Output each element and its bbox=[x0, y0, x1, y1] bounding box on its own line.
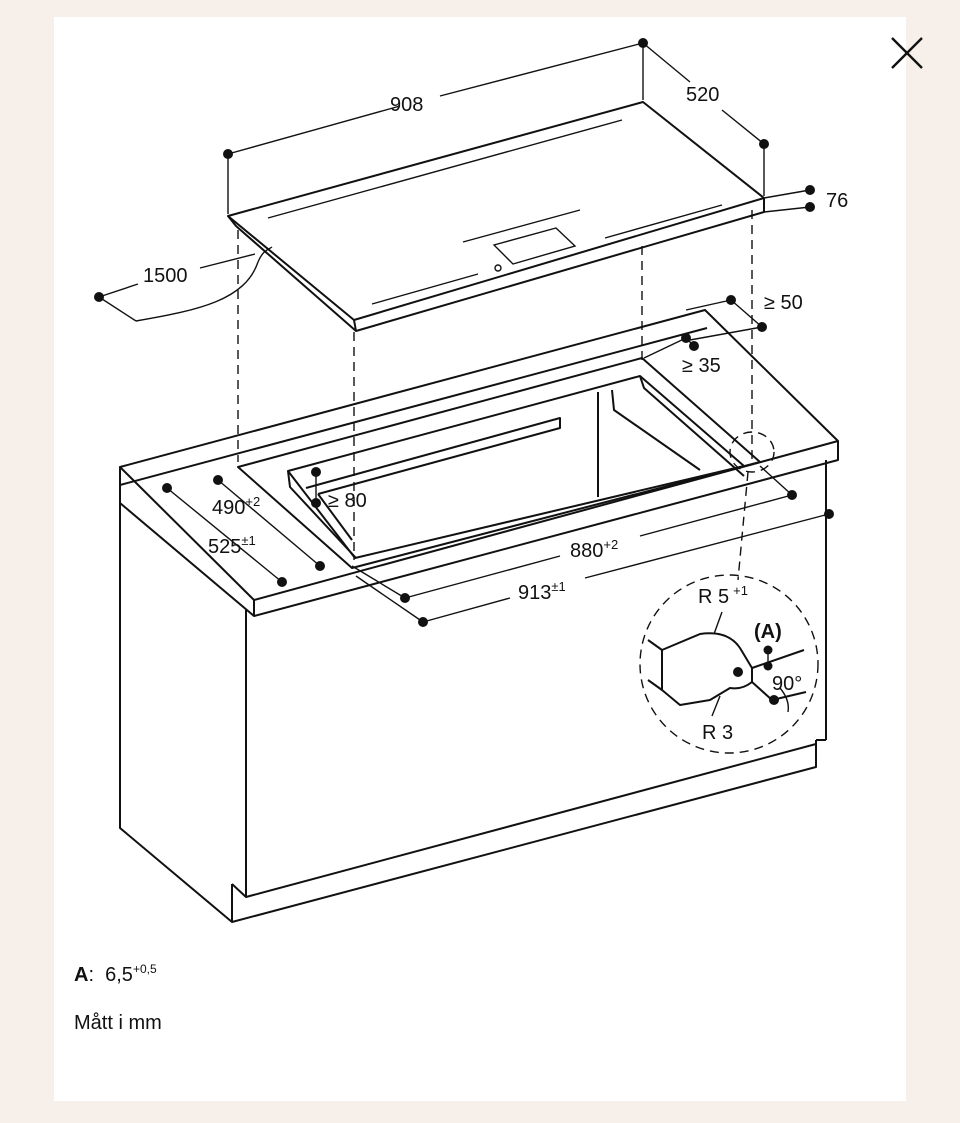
edge-detail bbox=[639, 431, 819, 754]
alignment-lines bbox=[237, 210, 753, 560]
close-icon bbox=[891, 37, 923, 69]
note-a-value: 6,5 bbox=[105, 964, 133, 986]
detail-angle: 90° bbox=[772, 673, 802, 695]
detail-r5: R 5+1 bbox=[698, 583, 748, 608]
dim-min-80: ≥ 80 bbox=[328, 490, 367, 512]
dim-880: 880+2 bbox=[570, 537, 618, 562]
units-note: Mått i mm bbox=[74, 1012, 162, 1034]
dim-525: 525±1 bbox=[208, 533, 256, 558]
note-a-tolerance: +0,5 bbox=[132, 962, 157, 976]
dim-min-50: ≥ 50 bbox=[764, 292, 803, 314]
dim-908: 908 bbox=[390, 94, 423, 116]
detail-r3: R 3 bbox=[702, 722, 733, 744]
cooktop bbox=[227, 101, 765, 332]
dim-520: 520 bbox=[686, 84, 719, 106]
detail-label-a: (A) bbox=[754, 621, 782, 643]
worktop bbox=[119, 309, 839, 617]
dim-76: 76 bbox=[826, 190, 848, 212]
dimension-lines bbox=[94, 38, 834, 627]
dim-min-35: ≥ 35 bbox=[682, 355, 721, 377]
cabinet bbox=[119, 460, 827, 923]
note-a: A: 6,5+0,5 bbox=[74, 962, 157, 986]
close-button[interactable] bbox=[884, 32, 928, 76]
dim-490: 490+2 bbox=[212, 494, 260, 519]
note-a-label: A bbox=[74, 964, 89, 986]
power-cable bbox=[135, 246, 273, 322]
dim-913: 913±1 bbox=[518, 579, 566, 604]
dim-1500: 1500 bbox=[143, 265, 188, 287]
